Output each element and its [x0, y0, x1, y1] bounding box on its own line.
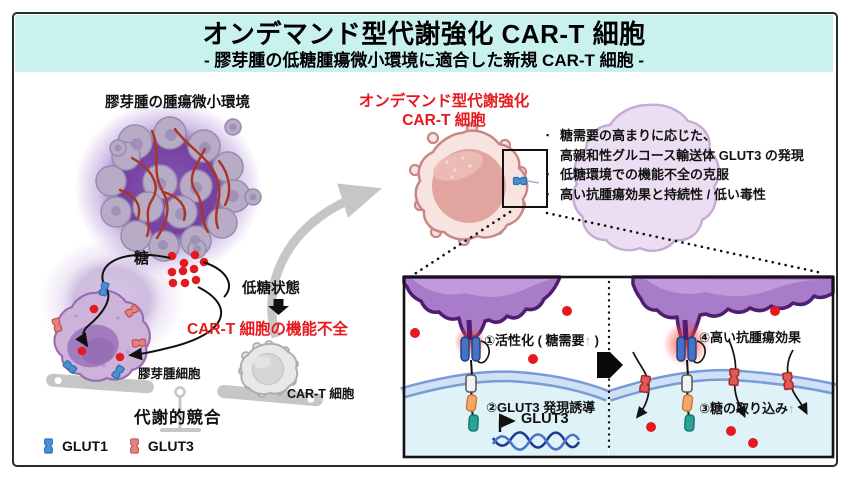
feature-bullet-list: ▪ 糖需要の高まりに応じた、 高親和性グルコース輸送体 GLUT3 の発現 ▪ …	[546, 126, 846, 204]
legend-label-glut1: GLUT1	[62, 438, 108, 454]
bullet-text: 高い抗腫瘍効果と持続性 / 低い毒性	[560, 186, 766, 202]
sugar-flow-arrows	[75, 253, 230, 361]
bullet-marker	[546, 146, 560, 166]
metabolic-competition-label: 代謝的競合	[134, 409, 222, 427]
zoom-box	[502, 149, 548, 208]
ondemand-cart-cell	[408, 121, 548, 247]
activation-glow-strong	[663, 321, 709, 367]
bullet-marker: ▪	[546, 130, 550, 140]
up-arrow-glyph: ↑	[788, 401, 795, 416]
glut3-gene-label: GLUT3	[521, 411, 569, 427]
up-arrow-glyph: ↑	[584, 333, 592, 348]
bullet-marker: ▪	[546, 188, 550, 199]
inset-step2-label: ②GLUT3 発現誘導	[486, 400, 596, 415]
legend: GLUT1 GLUT3	[42, 438, 194, 454]
inset-step3-label: ③糖の取り込み↑	[699, 398, 795, 417]
step1-close: )	[591, 333, 600, 348]
glut3-gene-icon	[491, 413, 581, 451]
inset-step1-label: ①活性化 ( 糖需要↑ )	[484, 330, 599, 349]
seesaw	[46, 373, 323, 432]
legend-item-glut1: GLUT1	[42, 438, 108, 454]
bullet-text: 糖需要の高まりに応じた、	[560, 128, 717, 143]
inset-sugar-right	[646, 306, 780, 448]
legend-item-glut3: GLUT3	[128, 438, 194, 454]
tumor-vessels	[118, 127, 231, 240]
title-banner: オンデマンド型代謝強化 CAR-T 細胞 - 膠芽腫の低糖腫瘍微小環境に適合した…	[15, 15, 833, 72]
page-title: オンデマンド型代謝強化 CAR-T 細胞	[202, 19, 646, 49]
bullet-marker: ▪	[546, 169, 550, 179]
legend-label-glut3: GLUT3	[147, 438, 194, 454]
zoom-connector-lines	[411, 210, 824, 277]
step3-text: ③糖の取り込み	[699, 401, 789, 416]
bullet-text: 高親和性グルコース輸送体 GLUT3 の発現	[560, 147, 804, 163]
down-arrow-icon	[268, 299, 289, 315]
bullet-text: 低糖環境での機能不全の克服	[560, 167, 730, 182]
ondemand-title-line2: CAR-T 細胞	[402, 112, 486, 129]
glut1-icon	[44, 438, 53, 454]
sugar-label: 糖	[134, 250, 150, 267]
step1-text: ①活性化 ( 糖需要	[484, 333, 585, 348]
glut3-icon	[130, 438, 139, 454]
transform-arrow	[267, 183, 383, 339]
dysfunction-label: CAR-T 細胞の機能不全	[187, 321, 349, 338]
bullet-line: ▪ 高い抗腫瘍効果と持続性 / 低い毒性	[546, 185, 846, 205]
low-sugar-label: 低糖状態	[242, 281, 300, 297]
ondemand-cart-title: オンデマンド型代謝強化 CAR-T 細胞	[330, 92, 558, 130]
cart-cell-label: CAR-T 細胞	[287, 387, 355, 401]
bullet-line: 高親和性グルコース輸送体 GLUT3 の発現	[546, 146, 846, 166]
glioblastoma-interior-sugar	[77, 304, 125, 362]
bullet-line: ▪ 糖需要の高まりに応じた、	[546, 126, 846, 146]
bystander-cell	[571, 103, 721, 252]
step-arrow-icon	[597, 352, 623, 378]
inset-step4-label: ④高い抗腫瘍効果	[699, 330, 802, 345]
ondemand-title-line1: オンデマンド型代謝強化	[358, 93, 530, 110]
page-subtitle: - 膠芽腫の低糖腫瘍微小環境に適合した新規 CAR-T 細胞 -	[203, 51, 645, 70]
bullet-line: ▪ 低糖環境での機能不全の克服	[546, 165, 846, 185]
inset-sugar-left	[410, 306, 572, 364]
mechanism-inset-panel	[400, 275, 837, 459]
glioblastoma-cell-label: 膠芽腫細胞	[138, 367, 201, 381]
tme-label: 膠芽腫の腫瘍微小環境	[105, 95, 250, 111]
dysfunctional-cart-cell	[238, 340, 299, 398]
